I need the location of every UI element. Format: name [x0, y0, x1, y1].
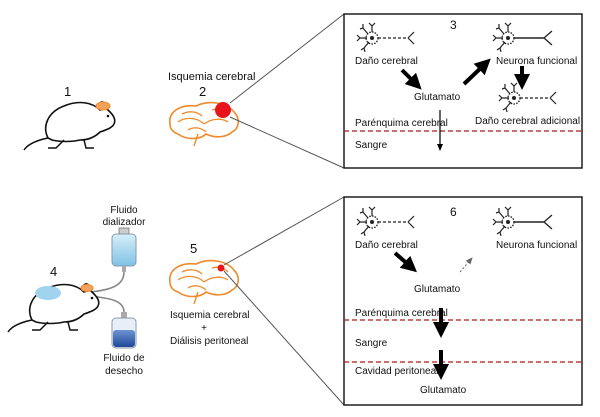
rat-brain-marker	[95, 101, 111, 111]
blood-label-bottom: Sangre	[355, 338, 388, 349]
arrow-weak-to-neuron	[459, 257, 473, 273]
waste-label-line2: desecho	[105, 366, 143, 377]
zoom-lines-bottom	[223, 196, 345, 406]
step-5-label: 5	[190, 241, 197, 256]
rat-4	[7, 283, 100, 333]
panel-top	[343, 13, 583, 169]
arrow-glutamate-to-neuron	[462, 58, 491, 86]
dialysate-label-line1: Fluido	[110, 205, 138, 216]
parenchyma-label-bottom: Parénquima cerebral	[355, 308, 448, 319]
step-3-label: 3	[450, 18, 457, 32]
step-2-label: 2	[199, 84, 206, 99]
step-4-label: 4	[50, 264, 57, 279]
step-6-label: 6	[450, 205, 457, 219]
brain-5	[168, 259, 240, 305]
rat-1	[23, 101, 116, 151]
lesion-marker-5	[217, 264, 225, 272]
parenchyma-label-top: Parénquima cerebral	[355, 118, 448, 129]
combo-label-line1: Isquemia cerebral	[170, 310, 249, 321]
brain-2	[168, 101, 240, 147]
lesion-marker	[215, 102, 231, 118]
glutamate-label-top: Glutamato	[414, 92, 461, 103]
ischemia-label: Isquemia cerebral	[168, 71, 255, 83]
arrow-damage-to-glutamate	[400, 68, 422, 90]
damage-label-top: Daño cerebral	[355, 56, 418, 67]
glutamate-label-bottom: Glutamato	[414, 284, 461, 295]
damage-label-bottom: Daño cerebral	[355, 240, 418, 251]
additional-damage-label: Daño cerebral adicional	[475, 116, 580, 127]
step-1-label: 1	[64, 84, 71, 99]
arrow-damage-to-glutamate-bottom	[393, 251, 418, 273]
zoom-lines-top	[229, 13, 345, 169]
blood-label-top: Sangre	[355, 140, 388, 151]
waste-label-line1: Fluido de	[103, 353, 145, 364]
functional-neuron-label-bottom: Neurona funcional	[496, 240, 577, 251]
waste-bag	[111, 312, 137, 349]
functional-neuron-label-top: Neurona funcional	[496, 56, 577, 67]
peritoneal-fluid-marker	[35, 286, 61, 300]
peritoneal-label: Cavidad peritoneal	[355, 366, 438, 377]
rat-brain-marker-4	[80, 284, 94, 292]
panel-bottom	[343, 196, 583, 406]
combo-label-line2: Diálisis peritoneal	[170, 336, 248, 347]
combo-plus: +	[201, 323, 207, 334]
glutamate-bottom-label: Glutamato	[420, 385, 467, 396]
dialysate-bag	[111, 227, 137, 272]
dialysate-label-line2: dializador	[103, 217, 146, 228]
tube-in	[89, 271, 125, 293]
